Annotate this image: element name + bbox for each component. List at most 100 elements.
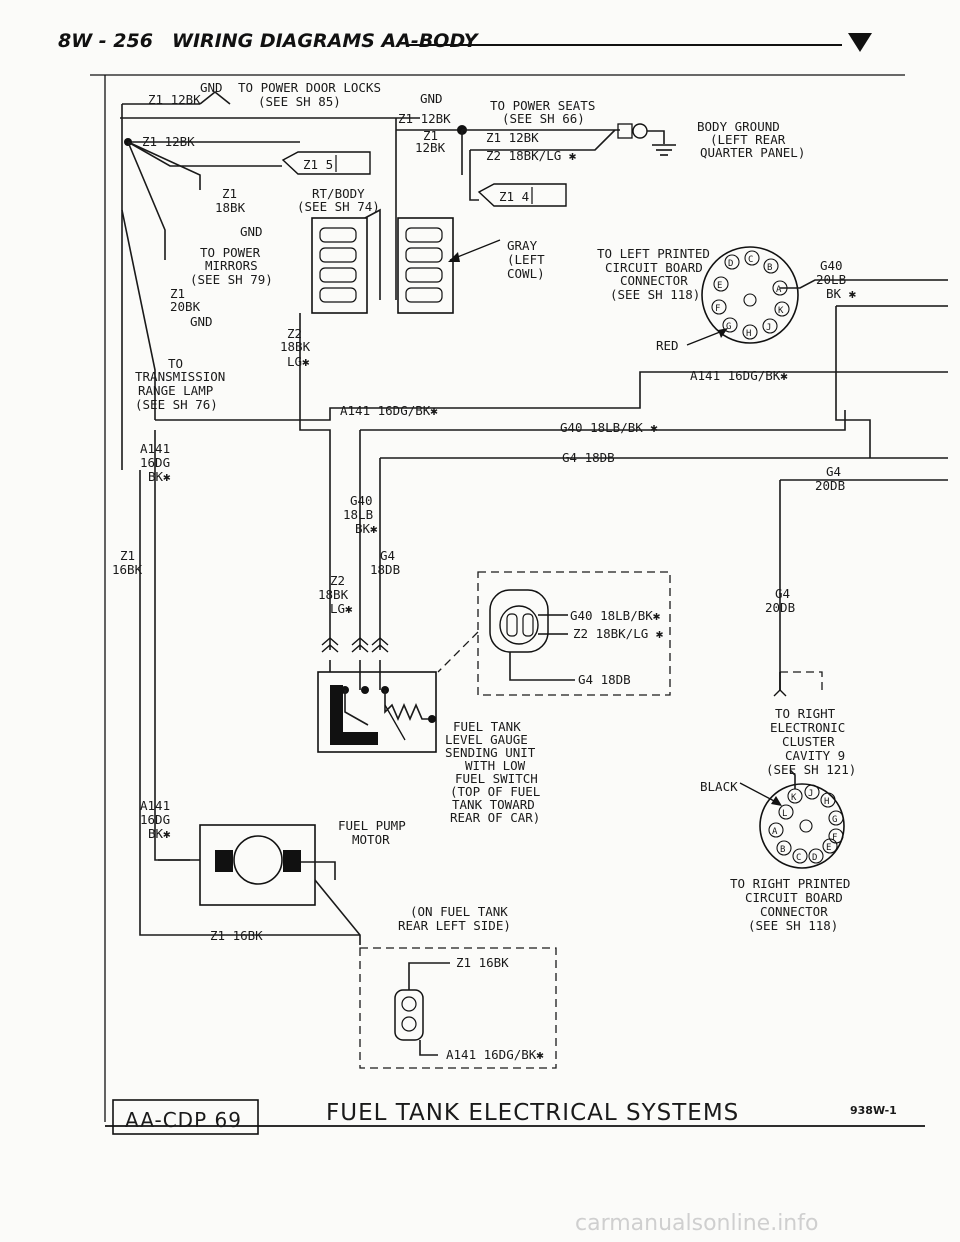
label-a141-conn: A141 16DG/BK✱ <box>446 1047 544 1062</box>
svg-text:E: E <box>826 843 831 853</box>
label-z2-a: Z2 <box>287 326 302 341</box>
label-to-right-5: (SEE SH 121) <box>766 762 856 777</box>
label-gray-3: COWL) <box>507 266 545 281</box>
svg-text:G: G <box>832 815 837 825</box>
wire-to-conn-5 <box>127 141 282 167</box>
label-z2-18bk-lg: Z2 18BK/LG ✱ <box>486 148 577 163</box>
label-gauge-7: TANK TOWARD <box>452 797 535 812</box>
gauge-terminals <box>321 637 389 653</box>
svg-text:E: E <box>717 281 722 291</box>
svg-text:A: A <box>772 827 778 837</box>
label-rt-body: RT/BODY <box>312 186 365 201</box>
label-z1-12bk-right: Z1 12BK <box>486 130 539 145</box>
fuel-pump-motor-icon <box>233 835 283 885</box>
label-splice-12bk: 12BK <box>415 140 446 155</box>
connector-gray-cowl <box>397 217 454 314</box>
header-arrow-icon <box>848 33 872 52</box>
wire-to-conn-4 <box>469 150 479 201</box>
label-gray-1: GRAY <box>507 238 538 253</box>
connector-4-shape <box>477 183 567 207</box>
label-red: RED <box>656 338 679 353</box>
label-to-power-seats: TO POWER SEATS <box>490 98 595 113</box>
label-z2-lg-b: 18BK <box>318 587 349 602</box>
label-z1-16bk-b: 16BK <box>112 562 143 577</box>
label-body-ground: BODY GROUND <box>697 119 780 134</box>
leader-red <box>686 329 726 346</box>
label-see-sh-74: (SEE SH 74) <box>297 199 380 214</box>
label-see-sh-66: (SEE SH 66) <box>502 111 585 126</box>
label-g40-18lb-c: BK✱ <box>355 521 378 536</box>
label-to-left-pcb-3: CONNECTOR <box>620 273 688 288</box>
footer-box <box>112 1099 259 1135</box>
footer-box-label: AA-CDP 69 <box>125 1108 242 1132</box>
label-on-tank-2: REAR LEFT SIDE) <box>398 918 511 933</box>
connector-5-shape <box>281 151 371 175</box>
label-g40-gauge: G40 18LB/BK✱ <box>570 608 661 623</box>
wire-z2-18bk-lg <box>470 129 616 151</box>
label-g4-20db-a: G4 <box>826 464 841 479</box>
label-to-power-mirrors-2: MIRRORS <box>205 258 258 273</box>
leader-black <box>739 782 779 804</box>
wire-to-z1-18bk <box>127 141 201 190</box>
svg-text:C: C <box>796 853 801 863</box>
wire-z1-16bk-left <box>139 470 285 936</box>
label-to-power-door-locks: TO POWER DOOR LOCKS <box>238 80 381 95</box>
label-to-right-pcb-4: (SEE SH 118) <box>748 918 838 933</box>
label-pump-1: FUEL PUMP <box>338 818 406 833</box>
ground-symbol-icon <box>773 689 787 697</box>
right-pcb-connector <box>759 783 845 869</box>
svg-text:F: F <box>715 304 720 314</box>
label-to-right-pcb-3: CONNECTOR <box>760 904 828 919</box>
label-a141-mid: A141 16DG/BK✱ <box>340 403 438 418</box>
wire-gnd-door-locks <box>199 90 231 105</box>
watermark: carmanualsonline.info <box>575 1211 818 1236</box>
label-18bk: 18BK <box>215 200 246 215</box>
wire-z2-down <box>299 313 331 650</box>
wire-pump-out <box>301 861 336 880</box>
label-gray-2: (LEFT <box>507 252 545 267</box>
wire-bus-down <box>835 306 871 450</box>
label-gnd-top: GND <box>200 80 223 95</box>
wire-g40-18lb <box>360 410 846 431</box>
label-a141-right: A141 16DG/BK✱ <box>690 368 788 383</box>
label-g40-a: G40 <box>820 258 843 273</box>
label-see-sh-79: (SEE SH 79) <box>190 272 273 287</box>
wire-to-trans <box>121 209 156 420</box>
wire-ground-drop <box>647 130 665 144</box>
svg-text:D: D <box>728 259 733 269</box>
svg-text:A: A <box>776 285 782 295</box>
label-a141-left-c: BK✱ <box>148 469 171 484</box>
label-gauge-8: REAR OF CAR) <box>450 810 540 825</box>
ground-terminal <box>617 123 633 139</box>
cluster-dash <box>780 671 823 690</box>
label-z2-c: LG✱ <box>287 354 310 369</box>
label-z1-12bk-left: Z1 12BK <box>142 134 195 149</box>
fuel-pump-box <box>199 824 316 906</box>
label-g40-b: 20LB <box>816 272 846 287</box>
svg-text:K: K <box>778 306 784 316</box>
page-title: WIRING DIAGRAMS AA-BODY <box>172 30 478 52</box>
svg-text:L: L <box>782 809 787 819</box>
label-to-trans-4: (SEE SH 76) <box>135 397 218 412</box>
label-quarter-panel: QUARTER PANEL) <box>700 145 805 160</box>
label-g4-20db-mid-a: G4 <box>775 586 790 601</box>
label-g40-18lb-a: G40 <box>350 493 373 508</box>
left-pcb-connector <box>701 246 799 344</box>
wire-a141-right <box>639 371 948 395</box>
svg-text:H: H <box>824 797 829 807</box>
label-to-right-3: CLUSTER <box>782 734 835 749</box>
footer-title: FUEL TANK ELECTRICAL SYSTEMS <box>326 1100 739 1126</box>
connector-5-label: Z1 5 <box>303 157 333 172</box>
diagram-labels: Z1 12BK GND TO POWER DOOR LOCKS (SEE SH … <box>112 80 857 1062</box>
label-z1-20bk-a: Z1 <box>170 286 185 301</box>
label-gauge-6: (TOP OF FUEL <box>450 784 540 799</box>
connector-rt-body <box>311 217 368 314</box>
label-splice-z1: Z1 <box>423 128 438 143</box>
label-to-right-1: TO RIGHT <box>775 706 836 721</box>
label-to-left-pcb-2: CIRCUIT BOARD <box>605 260 703 275</box>
label-a141-left-a: A141 <box>140 441 170 456</box>
label-left-rear: (LEFT REAR <box>710 132 786 147</box>
fuel-gauge-sender-box <box>317 671 437 753</box>
